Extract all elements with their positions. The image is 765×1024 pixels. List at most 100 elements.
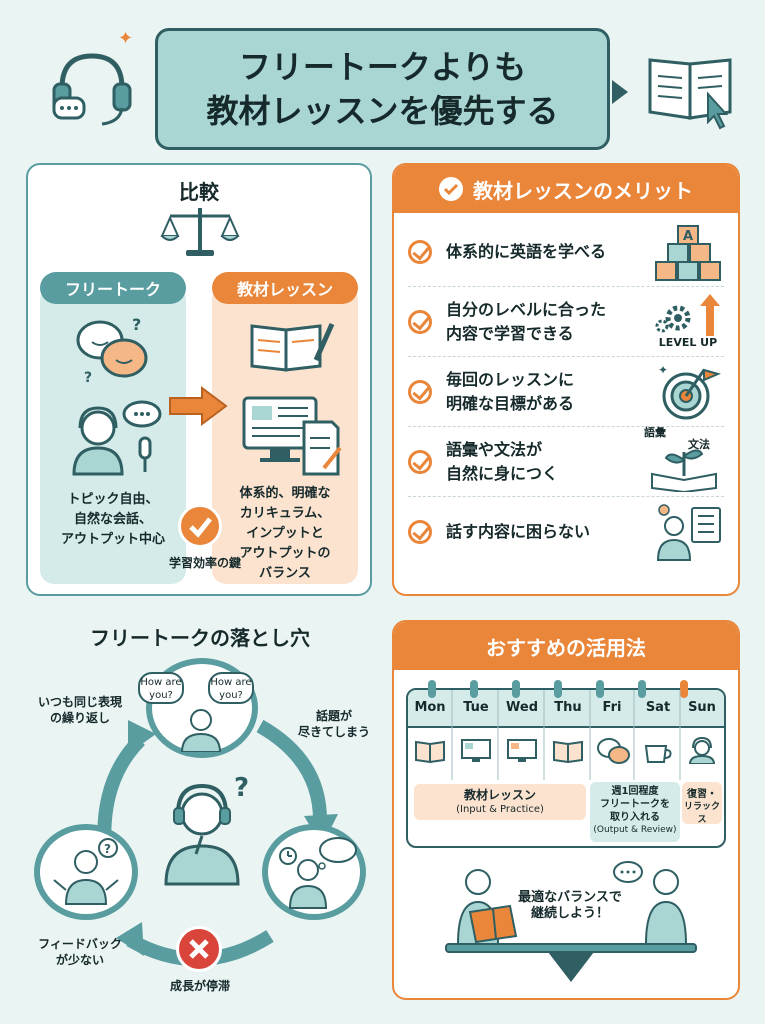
merit-line: 明確な目標がある: [446, 393, 575, 413]
monitor-icon: [506, 738, 538, 764]
headphones-person-icon: [686, 734, 718, 765]
svg-text:?: ?: [132, 315, 141, 334]
thinking-person-icon: [274, 834, 360, 910]
page-title: フリートークよりも 教材レッスンを優先する: [155, 28, 610, 150]
svg-text:?: ?: [84, 370, 92, 386]
comparison-heading: 比較: [179, 180, 219, 204]
monitor-document-icon: [240, 392, 344, 478]
merit-line: 話す内容に困らない: [446, 522, 591, 541]
balance-line: 最適なバランスで: [518, 890, 622, 905]
merits-heading-bar: 教材レッスンのメリット: [394, 165, 738, 213]
balance-line: 継続しよう！: [530, 906, 609, 921]
free-talk-line: トピック自由、: [67, 492, 159, 507]
sun-block: 復習・ リラックス: [682, 782, 722, 825]
feedback-line: が少ない: [55, 953, 104, 967]
check-icon: [408, 239, 432, 264]
day-sun: Sun: [688, 700, 716, 715]
day-sat: Sat: [645, 700, 671, 715]
fri-line: 取り入れる: [610, 812, 660, 823]
day-mon: Mon: [414, 700, 446, 715]
speech-bubble: How are you?: [208, 672, 254, 704]
merit-text: 毎回のレッスンに 明確な目標がある: [446, 368, 652, 416]
coffee-cup-icon: [642, 738, 674, 764]
day-fri: Fri: [602, 700, 622, 715]
merit-text: 体系的に英語を学べる: [446, 240, 652, 264]
repeat-line: の繰り返し: [49, 711, 110, 725]
free-talk-line: アウトプット中心: [60, 532, 165, 547]
merit-text: 話す内容に困らない: [446, 520, 652, 544]
day-wed: Wed: [506, 700, 538, 715]
grammar-label: 文法: [688, 437, 710, 451]
lesson-label: 教材レッスン: [212, 272, 358, 304]
gear-level-up-icon: LEVEL UP: [652, 292, 724, 352]
bubble-text: you?: [219, 690, 243, 701]
topics-label: 話題が 尽きてしまう: [284, 708, 384, 740]
fri-block: 週1回程度 フリートークを 取り入れる (Output & Review): [590, 782, 680, 842]
stagnation-x-icon: [176, 926, 222, 972]
sun-line: リラックス: [683, 802, 720, 825]
svg-text:?: ?: [104, 842, 111, 856]
check-icon: [408, 449, 432, 474]
chat-icon: [596, 736, 630, 766]
merit-item: 毎回のレッスンに 明確な目標がある ✦: [408, 357, 724, 427]
day-tue: Tue: [463, 700, 489, 715]
check-icon: [408, 309, 432, 334]
speech-bubble: How are you?: [138, 672, 184, 704]
merits-heading: 教材レッスンのメリット: [473, 178, 693, 203]
person-headset-icon: [62, 396, 162, 476]
arrow-right-icon: [612, 80, 628, 104]
fri-line: 週1回程度: [611, 786, 659, 797]
merit-line: 体系的に英語を学べる: [446, 241, 607, 261]
check-badge-icon: [178, 504, 222, 548]
svg-text:✦: ✦: [658, 363, 668, 377]
stagnation-label: 成長が停滞: [169, 979, 230, 993]
lesson-block-sub: (Input & Practice): [456, 804, 544, 815]
repeat-line: いつも同じ表現: [37, 695, 122, 709]
free-talk-line: 自然な会話、: [73, 512, 152, 527]
shrugging-person-icon: ?: [50, 834, 126, 910]
book-icon: [414, 738, 446, 764]
scale-icon: [160, 204, 240, 260]
topics-line: 話題が: [315, 709, 352, 723]
balance-message: 最適なバランスで 継続しよう！: [500, 890, 640, 922]
merit-line: 語彙や文法が: [446, 439, 543, 459]
target-flag-icon: ✦: [652, 362, 724, 422]
blocks-icon: A: [652, 222, 724, 282]
merits-card: 教材レッスンのメリット 体系的に英語を学べる A 自分のレベルに合った: [392, 163, 740, 596]
seesaw-balance-illustration: [436, 856, 706, 986]
merit-line: 自然に身につく: [446, 463, 559, 483]
check-circle-icon: [439, 177, 463, 201]
free-talk-description: トピック自由、 自然な会話、 アウトプット中心: [40, 490, 186, 550]
sparkle-icon: ✦: [118, 28, 134, 49]
sun-line: 復習・: [687, 789, 717, 800]
day-thu: Thu: [554, 700, 582, 715]
question-mark: ?: [234, 773, 249, 803]
lesson-block-title: 教材レッスン: [463, 788, 536, 802]
free-talk-label: フリートーク: [40, 272, 186, 304]
book-icon: [552, 738, 584, 764]
arrow-right-icon: [168, 386, 228, 426]
lesson-block: 教材レッスン (Input & Practice): [414, 784, 586, 820]
fri-sub: (Output & Review): [593, 825, 677, 835]
calendar-header: [408, 690, 724, 728]
confused-person-headset-icon: ?: [152, 766, 262, 886]
fri-line: フリートークを: [600, 799, 670, 810]
usage-heading-bar: おすすめの活用法: [394, 622, 738, 670]
book-plant-icon: 語彙 文法: [644, 426, 724, 492]
calendar-rings: [422, 680, 722, 700]
headset-icon: [40, 38, 140, 138]
merit-item: 自分のレベルに合った 内容で学習できる LEVEL UP: [408, 287, 724, 357]
open-book-cursor-icon: [642, 40, 742, 130]
person-checklist-icon: [652, 502, 724, 562]
bubble-text: you?: [149, 690, 173, 701]
pitfalls-heading: フリートークの落とし穴: [90, 626, 310, 650]
bubble-text: How are: [210, 677, 252, 688]
key-label: 学習効率の鍵: [168, 556, 241, 570]
block-letter: A: [683, 229, 693, 244]
merit-line: 内容で学習できる: [446, 323, 574, 343]
merit-item: 体系的に英語を学べる A: [408, 217, 724, 287]
lesson-line: インプットと: [246, 526, 324, 541]
person-icon: [176, 706, 226, 753]
lesson-line: 体系的、明確な: [239, 486, 331, 501]
monitor-icon: [460, 738, 492, 764]
